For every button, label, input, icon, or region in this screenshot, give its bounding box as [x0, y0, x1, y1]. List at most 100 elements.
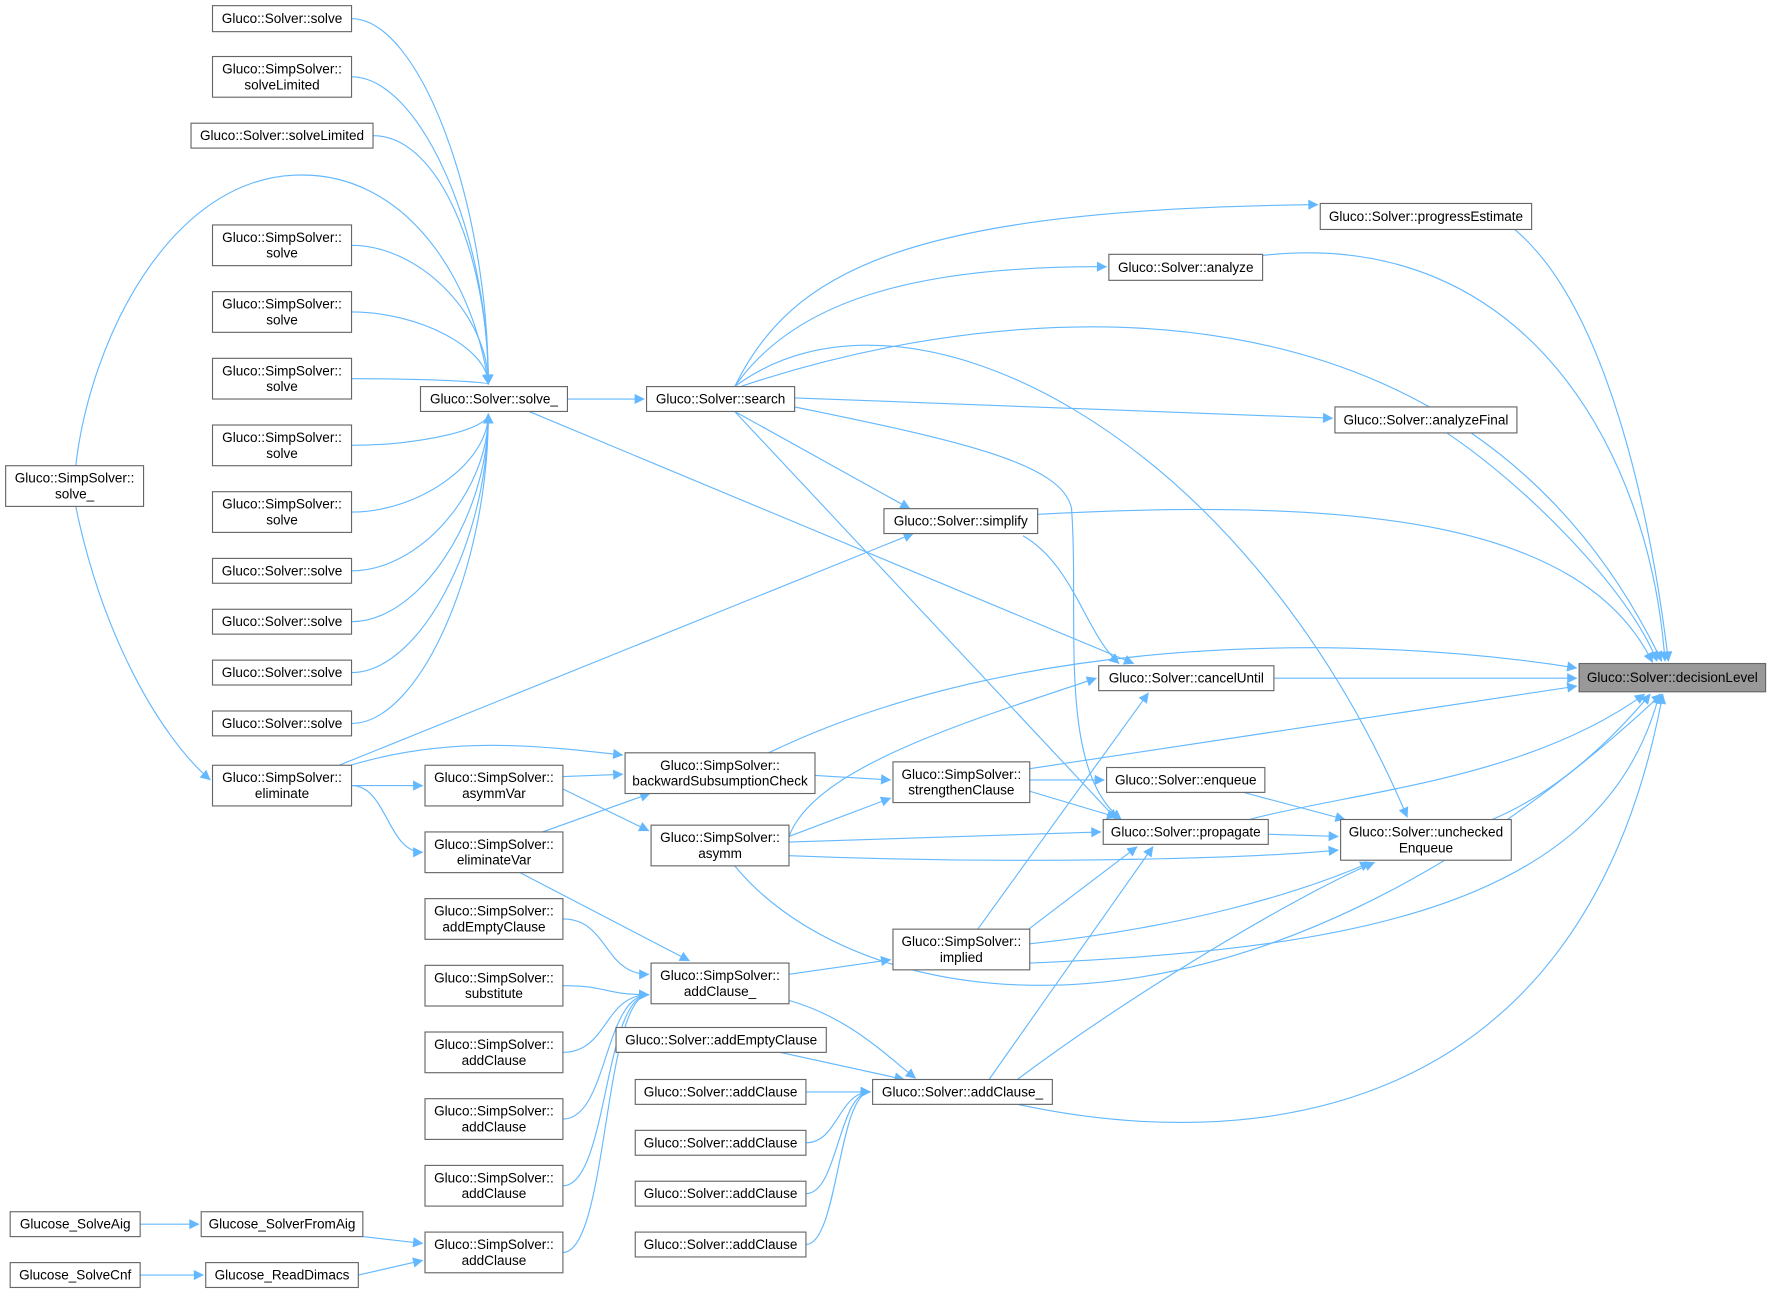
- node-box: [892, 761, 1031, 804]
- graph-node[interactable]: Glucose_ReadDimacs: [205, 1262, 359, 1289]
- node-label: Gluco::Solver::solve: [222, 665, 342, 680]
- graph-node[interactable]: Gluco::Solver::addEmptyClause: [615, 1026, 827, 1053]
- edge-n16-to-n48: [740, 326, 1663, 662]
- graph-node[interactable]: Gluco::SimpSolver::eliminate: [211, 764, 353, 807]
- edge-n35-to-n33: [562, 989, 650, 1120]
- edge-n28-to-n48: [1491, 693, 1651, 821]
- node-label: Glucose_SolveCnf: [19, 1268, 131, 1283]
- graph-node[interactable]: Gluco::Solver::solve: [211, 608, 353, 635]
- graph-node[interactable]: Gluco::SimpSolver::addClause: [424, 1098, 564, 1140]
- node-label: Gluco::SimpSolver::: [902, 767, 1022, 782]
- node-label: Gluco::SimpSolver::: [434, 1037, 554, 1052]
- node-box: [424, 1031, 564, 1074]
- node-box: [190, 122, 374, 149]
- node-label: Gluco::Solver::solve: [222, 563, 342, 578]
- graph-node[interactable]: Gluco::SimpSolver::solveLimited: [211, 55, 353, 98]
- node-label: Glucose_ReadDimacs: [215, 1268, 350, 1283]
- graph-node[interactable]: Gluco::SimpSolver::eliminateVar: [424, 831, 564, 874]
- graph-node[interactable]: Gluco::Solver::simplify: [883, 508, 1039, 535]
- edge-n4-to-n15: [351, 244, 494, 385]
- node-label: solve: [266, 512, 298, 527]
- graph-node[interactable]: Gluco::SimpSolver::solve_: [5, 465, 145, 507]
- node-label: backwardSubsumptionCheck: [632, 774, 808, 789]
- graph-node[interactable]: Glucose_SolverFromAig: [200, 1211, 364, 1238]
- node-label: Gluco::Solver::addClause: [644, 1237, 798, 1252]
- graph-node[interactable]: Gluco::Solver::analyze: [1108, 253, 1264, 281]
- graph-node[interactable]: Gluco::SimpSolver::asymm: [650, 824, 790, 867]
- node-label: Gluco::SimpSolver::: [15, 471, 135, 486]
- graph-node[interactable]: Gluco::Solver::solve: [211, 659, 353, 686]
- graph-node[interactable]: Gluco::Solver::solveLimited: [190, 122, 374, 149]
- graph-node[interactable]: Gluco::Solver::analyzeFinal: [1334, 406, 1518, 434]
- graph-node[interactable]: Gluco::Solver::enqueue: [1106, 766, 1266, 793]
- edge-n23-to-n22: [562, 769, 624, 780]
- graph-node[interactable]: Gluco::SimpSolver::addEmptyClause: [424, 898, 564, 940]
- node-label: asymm: [698, 846, 742, 861]
- graph-node[interactable]: Gluco::SimpSolver::asymmVar: [424, 764, 564, 807]
- node-label: Gluco::Solver::analyzeFinal: [1343, 412, 1508, 427]
- node-label: Gluco::Solver::addEmptyClause: [625, 1032, 817, 1047]
- node-box: [645, 386, 796, 413]
- graph-node[interactable]: Gluco::Solver::solve: [211, 5, 353, 33]
- edge-n32-to-n33: [562, 985, 650, 1000]
- graph-node[interactable]: Gluco::Solver::cancelUntil: [1098, 665, 1275, 692]
- edge-n24-to-n27: [1029, 790, 1118, 820]
- graph-node[interactable]: Glucose_SolveCnf: [9, 1262, 141, 1289]
- graph-node[interactable]: Gluco::Solver::addClause: [634, 1231, 807, 1258]
- graph-node[interactable]: Gluco::SimpSolver::solve: [211, 357, 353, 400]
- node-label: Gluco::Solver::solveLimited: [200, 128, 364, 143]
- graph-node[interactable]: Gluco::Solver::addClause: [634, 1129, 807, 1156]
- node-box: [211, 710, 353, 737]
- graph-node[interactable]: Gluco::SimpSolver::solve: [211, 491, 353, 533]
- edge-n26-to-n21: [788, 676, 1097, 837]
- node-box: [424, 1098, 564, 1140]
- edge-n13-to-n15: [75, 174, 493, 466]
- graph-node[interactable]: Gluco::SimpSolver::addClause: [424, 1031, 564, 1074]
- graph-node[interactable]: Gluco::Solver::addClause: [634, 1180, 807, 1207]
- graph-node[interactable]: Gluco::SimpSolver::solve: [211, 291, 353, 333]
- node-label: Gluco::Solver::simplify: [894, 514, 1028, 529]
- node-box: [211, 659, 353, 686]
- node-label: Gluco::SimpSolver::: [434, 1104, 554, 1119]
- edge-n42-to-n39: [805, 1086, 871, 1195]
- graph-node[interactable]: Gluco::Solver::solve: [211, 557, 353, 584]
- graph-node[interactable]: Gluco::SimpSolver::substitute: [424, 964, 564, 1007]
- graph-node[interactable]: Gluco::Solver::propagate: [1102, 818, 1269, 845]
- graph-node[interactable]: Gluco::SimpSolver::solve: [211, 224, 353, 267]
- node-box: [1102, 818, 1269, 845]
- node-label: Gluco::Solver::decisionLevel: [1587, 670, 1758, 685]
- graph-node[interactable]: Gluco::Solver::addClause_: [872, 1078, 1053, 1105]
- node-box: [634, 1129, 807, 1156]
- graph-node[interactable]: Gluco::SimpSolver::strengthenClause: [892, 761, 1031, 804]
- node-label: Gluco::SimpSolver::: [660, 968, 780, 983]
- graph-node[interactable]: Gluco::Solver::addClause: [634, 1078, 807, 1105]
- graph-node[interactable]: Gluco::SimpSolver::addClause: [424, 1231, 564, 1274]
- graph-node[interactable]: Gluco::SimpSolver::implied: [892, 928, 1031, 971]
- graph-node[interactable]: Glucose_SolveAig: [9, 1211, 141, 1238]
- edges-layer: [75, 18, 1673, 1281]
- node-box: [1578, 662, 1767, 693]
- graph-node[interactable]: Gluco::Solver::progressEstimate: [1319, 202, 1533, 231]
- graph-node[interactable]: Gluco::SimpSolver::solve: [211, 424, 353, 467]
- node-label: Gluco::Solver::solve_: [430, 392, 558, 407]
- node-box: [1340, 818, 1512, 861]
- graph-node[interactable]: Gluco::Solver::solve_: [419, 386, 569, 413]
- graph-node[interactable]: Gluco::Solver::search: [645, 386, 796, 413]
- node-label: asymmVar: [462, 786, 526, 801]
- node-label: solve: [266, 246, 298, 261]
- graph-node[interactable]: Gluco::SimpSolver::backwardSubsumptionCh…: [624, 752, 816, 795]
- node-label: implied: [940, 950, 983, 965]
- node-label: Glucose_SolverFromAig: [209, 1217, 356, 1232]
- node-label: Gluco::Solver::enqueue: [1115, 772, 1257, 787]
- node-label: solve: [266, 312, 298, 327]
- graph-node[interactable]: Gluco::SimpSolver::addClause: [424, 1164, 564, 1207]
- node-box: [1106, 766, 1266, 793]
- graph-node[interactable]: Gluco::Solver::solve: [211, 710, 353, 737]
- graph-node[interactable]: Gluco::SimpSolver::addClause_: [650, 962, 790, 1005]
- node-box: [634, 1078, 807, 1105]
- focus-node-decisionlevel[interactable]: Gluco::Solver::decisionLevel: [1578, 662, 1767, 693]
- edge-n30-to-n27: [1028, 846, 1138, 930]
- node-label: addClause: [462, 1053, 527, 1068]
- node-box: [200, 1211, 364, 1238]
